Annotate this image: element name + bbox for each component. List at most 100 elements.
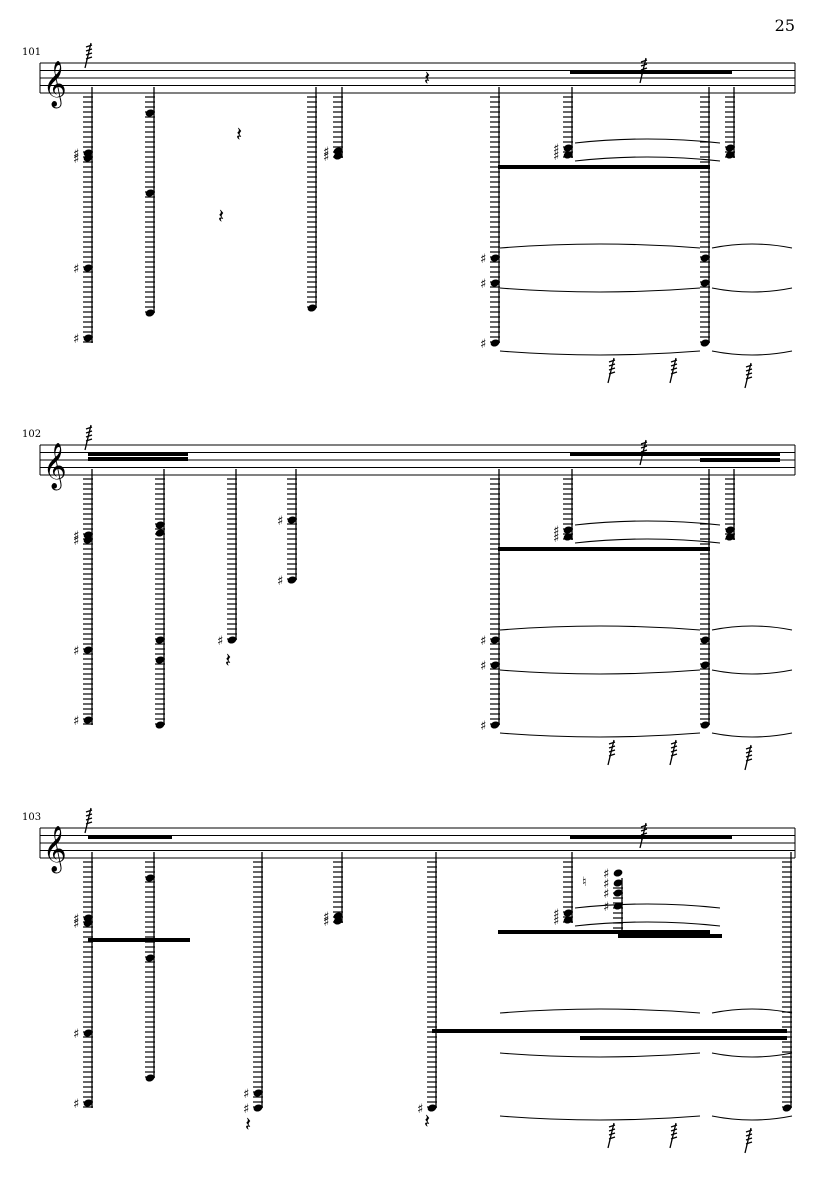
notehead bbox=[83, 334, 93, 342]
tremolo-mark bbox=[607, 739, 616, 766]
notehead bbox=[725, 533, 735, 541]
quarter-rest-icon: 𝄽 bbox=[236, 122, 242, 146]
system-1: 𝄞♯♯♯♯♯♯♯♯♯♯♯𝄽𝄽𝄽 bbox=[39, 42, 796, 389]
notehead bbox=[83, 536, 93, 544]
chord-2-3: ♯ bbox=[217, 469, 237, 649]
notehead bbox=[563, 526, 573, 534]
tie bbox=[711, 287, 793, 293]
tremolo-stem bbox=[639, 439, 647, 466]
tremolo-slash bbox=[608, 1136, 616, 1140]
sharp-icon: ♯ bbox=[73, 912, 79, 927]
tremolo-stem bbox=[669, 1122, 677, 1149]
tremolo-mark bbox=[669, 1122, 678, 1149]
notehead bbox=[227, 636, 237, 644]
tremolo-slash bbox=[670, 371, 678, 375]
notehead bbox=[83, 716, 93, 724]
notehead bbox=[563, 533, 573, 541]
notehead bbox=[563, 916, 573, 924]
tie bbox=[499, 350, 701, 356]
notehead bbox=[490, 636, 500, 644]
system-3: 𝄞♯♯♯♯♯♯♯♯♯♯♯♯♯♯♯𝄽𝄽♮ bbox=[39, 807, 796, 1154]
tremolo-mark bbox=[84, 424, 93, 451]
notehead bbox=[563, 909, 573, 917]
tremolo-slash bbox=[640, 824, 648, 828]
tremolo-slash bbox=[745, 754, 753, 758]
sharp-icon: ♯ bbox=[553, 524, 559, 539]
measure-number-101: 101 bbox=[22, 47, 42, 58]
sharp-icon: ♯ bbox=[73, 644, 79, 659]
chord-3-5: ♯ bbox=[417, 852, 437, 1117]
sharp-icon: ♯ bbox=[323, 150, 329, 165]
notehead bbox=[145, 954, 155, 962]
tremolo-stem bbox=[639, 57, 647, 84]
natural-icon: ♮ bbox=[582, 875, 587, 890]
tremolo-stem bbox=[744, 744, 752, 771]
tremolo-stem bbox=[607, 357, 615, 384]
tremolo-slash bbox=[85, 809, 93, 813]
tremolo-slash bbox=[608, 1128, 616, 1132]
tie bbox=[711, 625, 793, 631]
tremolo-mark bbox=[84, 807, 93, 834]
notehead bbox=[333, 917, 343, 925]
notehead bbox=[725, 526, 735, 534]
tremolo-slash bbox=[85, 813, 93, 817]
chord-3-8 bbox=[782, 852, 792, 1112]
chord-2-1: ♯♯♯♯ bbox=[73, 469, 93, 729]
chord-3-6: ♯♯ bbox=[553, 852, 573, 929]
sharp-icon: ♯ bbox=[217, 634, 223, 649]
tremolo-slash bbox=[745, 1141, 753, 1145]
tremolo-slash bbox=[745, 758, 753, 762]
chord-2-6: ♯♯ bbox=[553, 469, 573, 546]
tremolo-stem bbox=[669, 357, 677, 384]
notehead bbox=[700, 279, 710, 287]
sharp-icon: ♯ bbox=[323, 145, 329, 160]
notehead bbox=[490, 254, 500, 262]
quarter-rest-icon: 𝄽 bbox=[424, 1109, 430, 1133]
tremolo-slash bbox=[670, 367, 678, 371]
quarter-rest-icon: 𝄽 bbox=[218, 204, 224, 228]
sharp-icon: ♯ bbox=[603, 887, 609, 902]
tremolo-stem bbox=[639, 822, 647, 849]
tie bbox=[711, 1052, 793, 1058]
sharp-icon: ♯ bbox=[73, 262, 79, 277]
notehead bbox=[333, 152, 343, 160]
tremolo-slash bbox=[640, 67, 648, 71]
notehead bbox=[155, 636, 165, 644]
tie bbox=[711, 732, 793, 738]
sharp-icon: ♯ bbox=[480, 659, 486, 674]
tremolo-stem bbox=[84, 424, 92, 451]
tie bbox=[711, 669, 793, 675]
notehead bbox=[563, 144, 573, 152]
notehead bbox=[613, 879, 623, 887]
tremolo-slash bbox=[608, 1132, 616, 1136]
sharp-icon: ♯ bbox=[417, 1102, 423, 1117]
tremolo-mark bbox=[744, 1127, 753, 1154]
notehead bbox=[782, 1104, 792, 1112]
tremolo-stem bbox=[607, 1122, 615, 1149]
chord-1-5: ♯♯♯ bbox=[480, 87, 500, 352]
measure-number-103: 103 bbox=[22, 812, 42, 823]
tremolo-slash bbox=[640, 71, 648, 75]
sharp-icon: ♯ bbox=[323, 915, 329, 930]
sharp-icon: ♯ bbox=[480, 277, 486, 292]
tremolo-slash bbox=[85, 44, 93, 48]
sharp-icon: ♯ bbox=[73, 147, 79, 162]
tremolo-stem bbox=[744, 362, 752, 389]
tremolo-slash bbox=[608, 749, 616, 753]
treble-clef-icon: 𝄞 bbox=[43, 61, 67, 109]
sharp-icon: ♯ bbox=[277, 514, 283, 529]
tie bbox=[711, 243, 793, 249]
sharp-icon: ♯ bbox=[73, 714, 79, 729]
sharp-icon: ♯ bbox=[480, 634, 486, 649]
notehead bbox=[700, 636, 710, 644]
sharp-icon: ♯ bbox=[73, 332, 79, 347]
notehead bbox=[83, 1029, 93, 1037]
tremolo-mark bbox=[669, 739, 678, 766]
tie bbox=[574, 520, 721, 526]
tremolo-slash bbox=[670, 1136, 678, 1140]
tremolo-slash bbox=[608, 359, 616, 363]
notehead bbox=[155, 529, 165, 537]
page-number: 25 bbox=[774, 16, 795, 35]
notehead bbox=[490, 279, 500, 287]
